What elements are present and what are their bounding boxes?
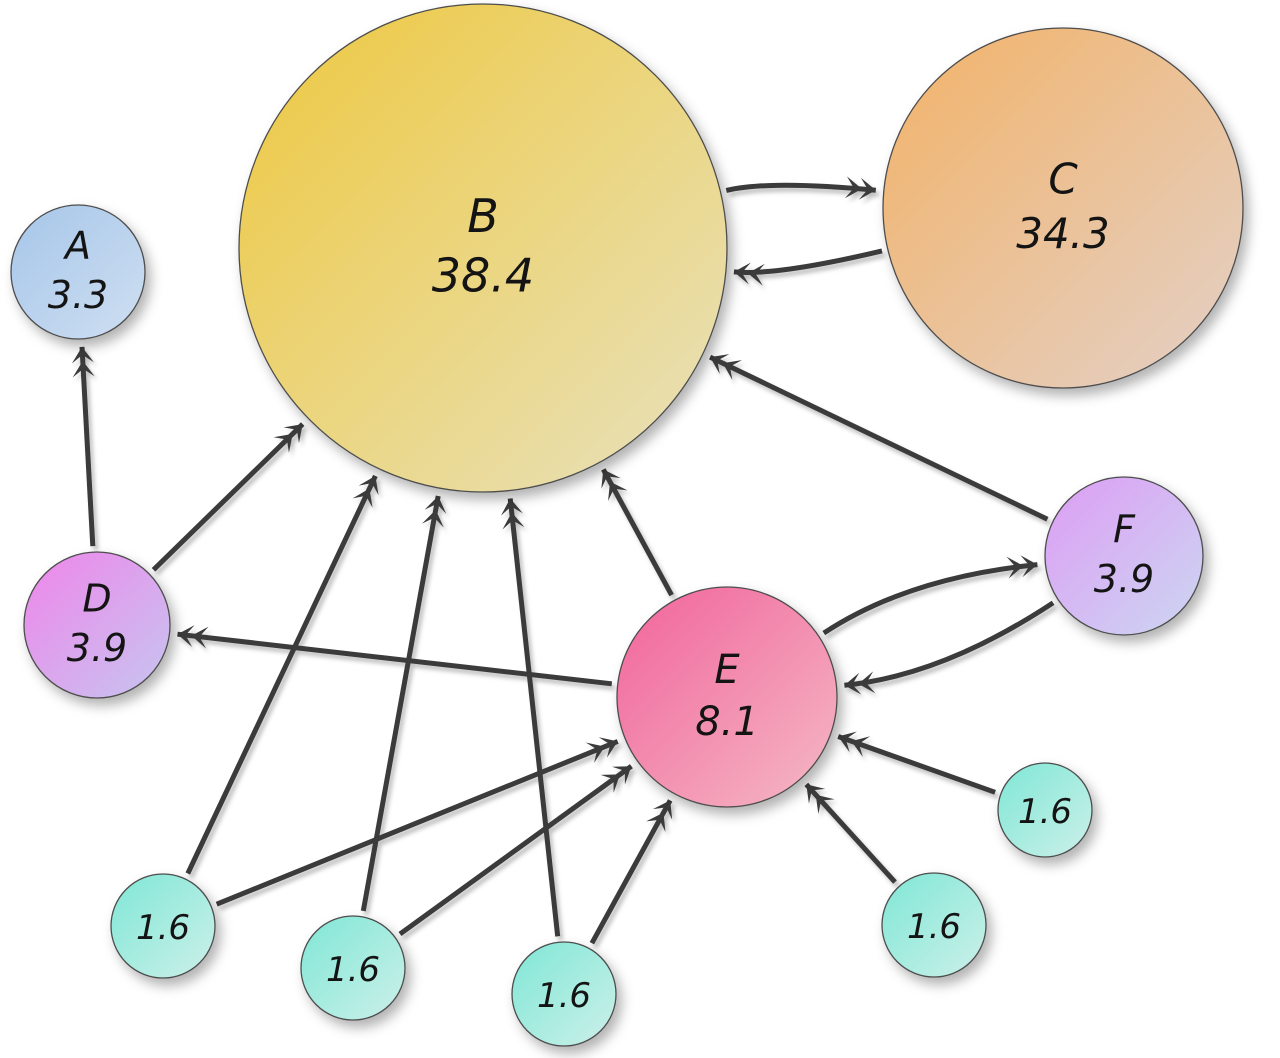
edge-G3-to-E bbox=[589, 799, 673, 945]
node-value-G2: 1.6 bbox=[326, 950, 380, 990]
edge-G1-to-B bbox=[185, 474, 379, 875]
node-circle-G4 bbox=[881, 872, 987, 978]
node-A: A 3.3 bbox=[10, 204, 146, 340]
node-circle-C bbox=[882, 27, 1244, 389]
node-label-D: D bbox=[82, 577, 111, 621]
node-value-D: 3.9 bbox=[67, 626, 127, 670]
node-circle-G2 bbox=[300, 915, 406, 1021]
edge-G1-to-E bbox=[215, 737, 619, 907]
edge-G4-to-E bbox=[804, 782, 897, 884]
edges-layer bbox=[71, 176, 1055, 945]
edge-E-to-F bbox=[822, 555, 1038, 636]
node-G1: 1.6 bbox=[110, 873, 216, 979]
edge-G3-to-B bbox=[500, 498, 561, 937]
edge-G2-to-E bbox=[398, 764, 633, 937]
node-circle-F bbox=[1044, 476, 1204, 636]
node-label-E: E bbox=[714, 647, 740, 693]
node-G3: 1.6 bbox=[511, 941, 617, 1047]
edge-C-to-B bbox=[733, 248, 883, 286]
node-value-E: 8.1 bbox=[695, 699, 759, 745]
node-value-C: 34.3 bbox=[1016, 209, 1110, 258]
node-value-F: 3.9 bbox=[1094, 557, 1154, 601]
edge-E-to-D bbox=[177, 625, 613, 687]
node-label-F: F bbox=[1113, 508, 1136, 552]
node-circle-B bbox=[238, 3, 728, 493]
node-value-B: 38.4 bbox=[432, 249, 534, 303]
edge-F-to-E bbox=[844, 600, 1055, 695]
node-circle-G3 bbox=[511, 941, 617, 1047]
node-label-C: C bbox=[1048, 154, 1078, 203]
node-F: F 3.9 bbox=[1044, 476, 1204, 636]
node-label-B: B bbox=[467, 189, 499, 243]
edge-D-to-A bbox=[71, 346, 96, 547]
node-B: B 38.4 bbox=[238, 3, 728, 493]
node-value-G3: 1.6 bbox=[537, 976, 591, 1016]
node-value-G5: 1.6 bbox=[1018, 792, 1072, 832]
edge-E-to-B bbox=[601, 468, 674, 597]
edge-B-to-C bbox=[725, 176, 877, 200]
edge-D-to-B bbox=[151, 422, 305, 572]
edge-G2-to-B bbox=[360, 495, 447, 912]
node-value-G1: 1.6 bbox=[136, 908, 190, 948]
node-circle-G5 bbox=[997, 762, 1093, 858]
node-value-G4: 1.6 bbox=[907, 907, 961, 947]
edge-F-to-B bbox=[709, 354, 1049, 522]
node-circle-A bbox=[10, 204, 146, 340]
node-value-A: 3.3 bbox=[48, 273, 108, 317]
edge-G5-to-E bbox=[837, 731, 996, 795]
node-E: E 8.1 bbox=[616, 586, 838, 808]
node-circle-G1 bbox=[110, 873, 216, 979]
node-C: C 34.3 bbox=[882, 27, 1244, 389]
node-D: D 3.9 bbox=[23, 551, 171, 699]
node-circle-E bbox=[616, 586, 838, 808]
node-G5: 1.6 bbox=[997, 762, 1093, 858]
node-G2: 1.6 bbox=[300, 915, 406, 1021]
node-G4: 1.6 bbox=[881, 872, 987, 978]
node-label-A: A bbox=[62, 224, 91, 268]
node-circle-D bbox=[23, 551, 171, 699]
